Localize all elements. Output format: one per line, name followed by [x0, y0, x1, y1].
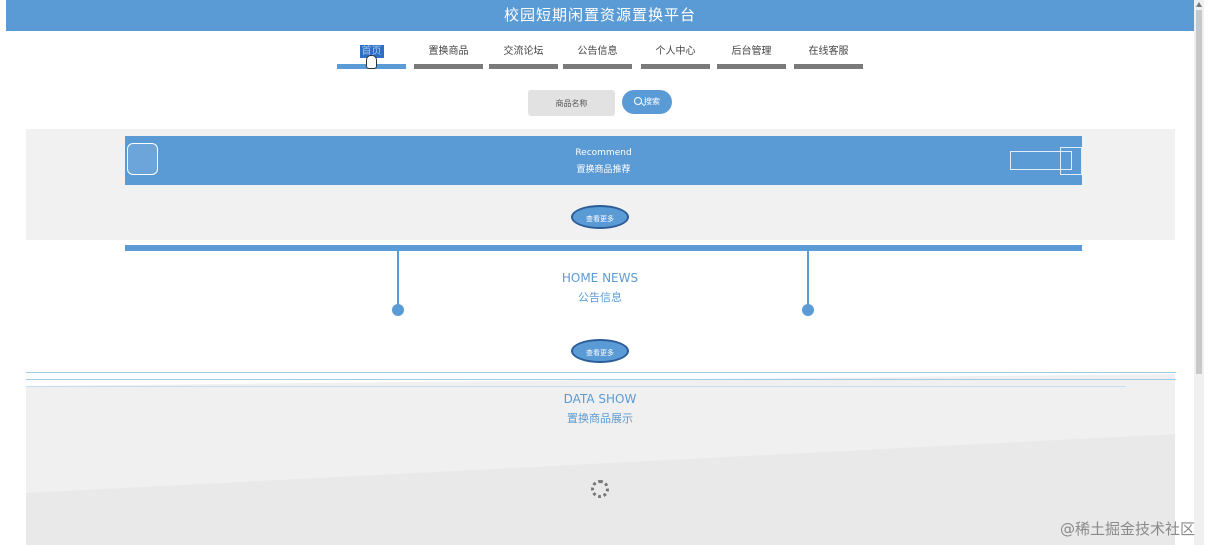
more-button-label: 查看更多	[586, 349, 614, 357]
nav-underline	[794, 64, 863, 69]
rectangle-decoration-icon	[1010, 151, 1072, 170]
site-title-bar: 校园短期闲置资源置换平台	[6, 0, 1194, 31]
recommend-title-cn: 置换商品推荐	[576, 165, 631, 175]
nav-item-online-service[interactable]: 在线客服	[794, 44, 863, 69]
news-more-button[interactable]: 查看更多	[571, 339, 629, 363]
news-top-bar	[125, 245, 1082, 251]
divider-line	[26, 379, 1176, 380]
nav-item-announcements[interactable]: 公告信息	[563, 44, 632, 69]
nav-item-label: 后台管理	[731, 46, 772, 57]
loading-spinner-icon	[591, 480, 609, 498]
nav-item-admin[interactable]: 后台管理	[717, 44, 786, 69]
nav-underline	[414, 64, 483, 69]
site-title: 校园短期闲置资源置换平台	[503, 6, 696, 24]
nav-item-label: 个人中心	[655, 46, 696, 57]
nav-item-label: 交流论坛	[503, 46, 544, 57]
nav-underline	[563, 64, 632, 69]
search-icon	[634, 96, 642, 105]
scroll-up-arrow-icon[interactable]	[1196, 2, 1202, 7]
nav-item-user-center[interactable]: 个人中心	[641, 44, 710, 69]
divider-line	[26, 372, 1176, 373]
divider-line	[26, 386, 1126, 387]
rectangle-decoration-icon	[1060, 147, 1082, 175]
more-button-label: 查看更多	[586, 215, 614, 223]
nav-item-label: 置换商品	[428, 46, 469, 57]
rounded-square-decoration-icon	[127, 143, 158, 175]
recommend-title-en: Recommend	[575, 148, 632, 158]
nav-item-label: 公告信息	[577, 46, 618, 57]
search-button-label: 搜索	[644, 97, 660, 106]
search-button[interactable]: 搜索	[622, 90, 672, 114]
nav-item-label: 首页	[359, 45, 384, 58]
mouse-pointer-icon	[366, 55, 377, 69]
nav-underline	[489, 64, 558, 69]
news-title-en: HOME NEWS	[561, 271, 639, 285]
recommend-more-button[interactable]: 查看更多	[571, 205, 629, 229]
nav-item-label: 在线客服	[808, 46, 849, 57]
recommend-banner: Recommend 置换商品推荐	[125, 136, 1082, 185]
pendant-dot-right-icon	[802, 304, 814, 316]
pendant-line-right	[807, 251, 809, 305]
nav-item-forum[interactable]: 交流论坛	[489, 44, 558, 69]
scrollbar-thumb[interactable]	[1196, 10, 1202, 374]
watermark: @稀土掘金技术社区	[1060, 520, 1196, 538]
nav-underline	[717, 64, 786, 69]
pendant-dot-left-icon	[392, 304, 404, 316]
data-show-title-en: DATA SHOW	[563, 392, 637, 406]
main-nav: 首页 置换商品 交流论坛 公告信息 个人中心 后台管理 在线客服	[337, 44, 865, 72]
nav-underline	[641, 64, 710, 69]
news-title-cn: 公告信息	[578, 291, 622, 304]
search-input[interactable]	[528, 90, 615, 116]
pendant-line-left	[397, 251, 399, 305]
data-show-title-cn: 置换商品展示	[567, 412, 633, 425]
nav-item-exchange-goods[interactable]: 置换商品	[414, 44, 483, 69]
